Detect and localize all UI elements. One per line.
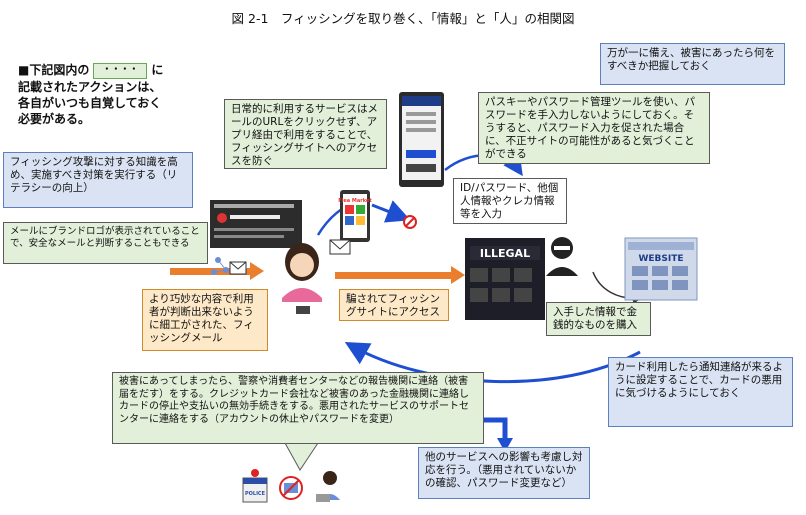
box-service: 日常的に利用するサービスはメールのURLをクリックせず、アプリ経由で利用をするこ…	[224, 99, 387, 169]
box-other-services: 他のサービスへの影響も考慮し対応を行う。（悪用されていないかの確認、パスワード変…	[418, 447, 590, 499]
figure-title: 図 2-1 フィッシングを取り巻く、「情報」と「人」の相関図	[231, 11, 575, 26]
website-illustration	[624, 237, 698, 301]
arrow-flea-to-stop	[371, 200, 411, 223]
illegal-site-illustration	[465, 238, 545, 320]
box-id-password: ID/パスワード、他個人情報やクレカ情報等を入力	[453, 178, 567, 224]
crook-illustration	[546, 237, 578, 276]
box-card-notify: カード利用したら通知連絡が来るように設定することで、カードの悪用に気づけるように…	[608, 357, 793, 427]
legend-note: ■下記図内の・・・・に 記載されたアクションは、 各自がいつも自覚しておく 必要…	[18, 62, 218, 127]
police-illustration	[242, 469, 268, 503]
phone-screenshot	[399, 92, 444, 187]
box-prepare: 万が一に備え、被害にあったら何をすべきか把握しておく	[600, 43, 785, 85]
flea-market-app	[340, 190, 370, 242]
flea-market-label: Flea Market	[338, 198, 372, 204]
orange-arrow-access	[335, 266, 465, 284]
legend-suffix: に	[151, 63, 164, 77]
legend-line3: 各自がいつも自覚しておく	[18, 95, 162, 110]
blue-down-arrow	[483, 417, 513, 452]
legend-prefix: ■下記図内の	[18, 63, 90, 77]
website-label: WEBSITE	[638, 254, 683, 264]
police-label: POLICE	[245, 491, 266, 497]
brand-mail-screenshot	[210, 200, 302, 248]
blue-cycle-arrow	[344, 342, 641, 384]
box-phishing-mail: より巧妙な内容で利用者が判断出来ないように細工がされた、フィッシングメール	[142, 289, 268, 351]
box-purchase: 入手した情報で金銭的なものを購入	[546, 302, 651, 336]
report-callout-pointer	[284, 442, 319, 471]
support-person-illustration	[316, 471, 340, 502]
envelope-icon	[329, 239, 351, 255]
envelope-network-icon	[211, 257, 247, 275]
orange-arrow-mail	[170, 262, 264, 280]
legend-line4: 必要がある。	[18, 111, 91, 126]
no-card-icon	[279, 476, 303, 500]
box-report: 被害にあってしまったら、警察や消費者センターなどの報告機関に連絡（被害届をだす）…	[112, 372, 484, 444]
illegal-label: ILLEGAL	[480, 247, 530, 260]
user-person-illustration	[282, 243, 322, 314]
legend-line2: 記載されたアクションは、	[18, 79, 162, 94]
box-literacy: フィッシング攻撃に対する知識を高め、実施すべき対策を実行する（リテラシーの向上）	[3, 152, 193, 208]
box-passkey: パスキーやパスワード管理ツールを使い、パスワードを手入力しないようにしておく。そ…	[478, 92, 710, 164]
box-brand-logo: メールにブランドロゴが表示されていることで、安全なメールと判断することもできる	[3, 222, 208, 264]
box-access-site: 騙されてフィッシングサイトにアクセス	[339, 289, 449, 321]
no-entry-icon	[403, 215, 417, 229]
